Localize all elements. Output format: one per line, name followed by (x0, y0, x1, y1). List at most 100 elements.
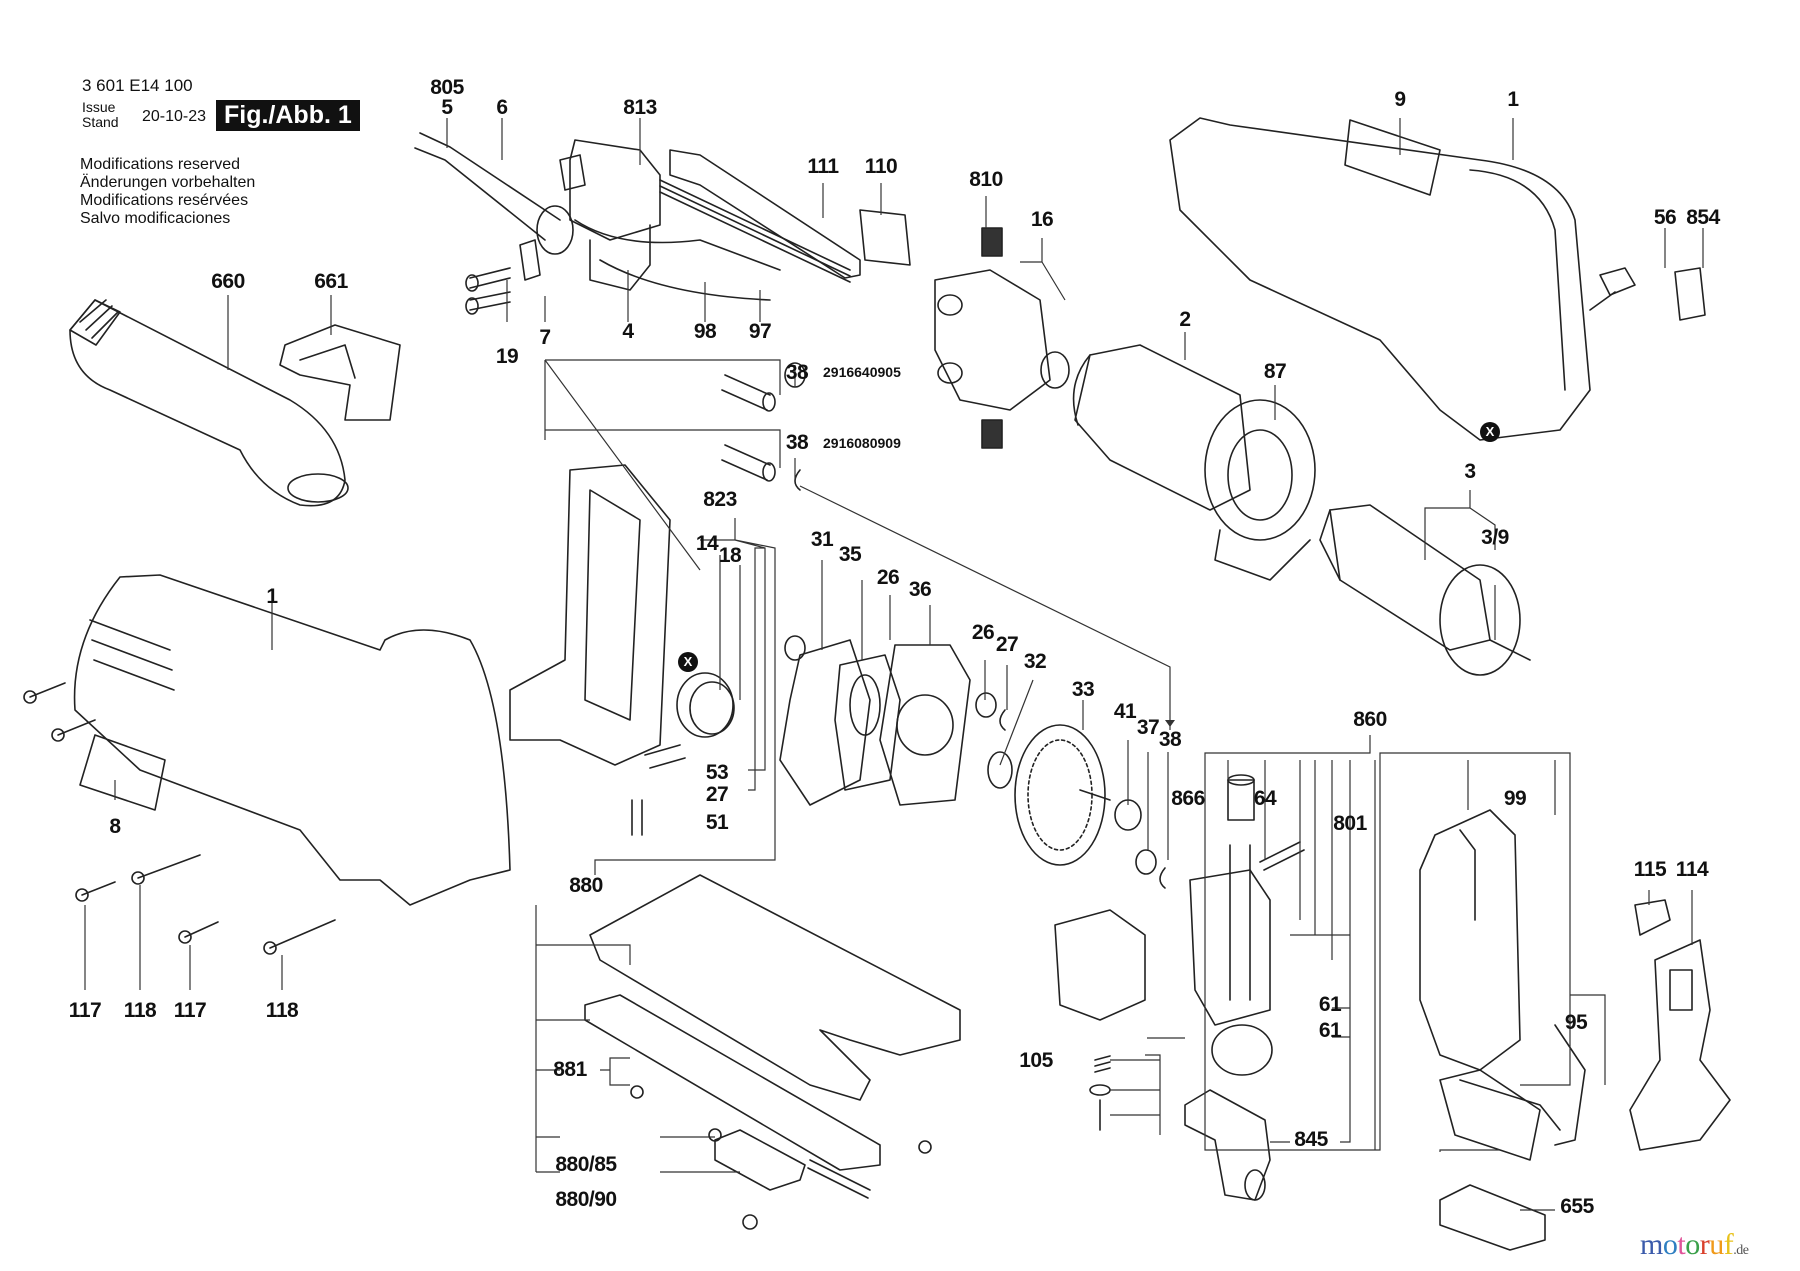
part-label-38-c[interactable]: 38 (1158, 728, 1182, 751)
part-label-6[interactable]: 6 (496, 96, 508, 119)
part-label-95[interactable]: 95 (1564, 1011, 1588, 1034)
part-label-18[interactable]: 18 (718, 544, 742, 567)
part-111-lever (669, 149, 861, 279)
part-854-knob (1674, 267, 1706, 321)
part-label-660[interactable]: 660 (211, 270, 245, 293)
part-880-85-clamp (714, 1129, 871, 1199)
part-35-plate (834, 654, 901, 791)
part-label-117-a[interactable]: 117 (68, 999, 102, 1022)
part-label-35[interactable]: 35 (838, 543, 862, 566)
modification-line-fr: Modifications resérvées (80, 192, 249, 209)
part-label-7[interactable]: 7 (539, 326, 551, 349)
part-53-pin (644, 744, 686, 769)
part-label-53[interactable]: 53 (705, 761, 729, 784)
part-label-661[interactable]: 661 (314, 270, 348, 293)
part-1-housing-half-right (1169, 117, 1591, 441)
part-label-33[interactable]: 33 (1071, 678, 1095, 701)
part-label-866[interactable]: 866 (1171, 787, 1205, 810)
part-label-801[interactable]: 801 (1333, 812, 1367, 835)
part-32-needle-bearing (987, 751, 1013, 789)
part-51-pin (631, 799, 643, 836)
modification-line-en: Modifications reserved (80, 156, 241, 173)
part-label-115[interactable]: 115 (1633, 858, 1667, 881)
figure-label: Fig./Abb. 1 (216, 100, 360, 131)
modification-line-de: Änderungen vorbehalten (80, 174, 256, 191)
leader-lines (84, 118, 1704, 1211)
part-label-61-a[interactable]: 61 (1318, 993, 1342, 1016)
part-label-87[interactable]: 87 (1263, 360, 1287, 383)
part-label-860[interactable]: 860 (1353, 708, 1387, 731)
part-655-chip-guard (1439, 1069, 1546, 1251)
part-label-26-a[interactable]: 26 (876, 566, 900, 589)
modifications-notice: Modifications reserved Änderungen vorbeh… (80, 156, 255, 228)
part-label-118-a[interactable]: 118 (123, 999, 157, 1022)
part-label-61-b[interactable]: 61 (1318, 1019, 1342, 1042)
part-label-2[interactable]: 2 (1179, 308, 1191, 331)
part-label-810[interactable]: 810 (969, 168, 1003, 191)
part-5-cable (414, 132, 574, 255)
small-screws-base (630, 1085, 932, 1230)
part-label-51[interactable]: 51 (705, 811, 729, 834)
part-label-36[interactable]: 36 (908, 578, 932, 601)
part-label-31[interactable]: 31 (810, 528, 834, 551)
part-label-881[interactable]: 881 (553, 1058, 587, 1081)
issue-labels: Issue Stand (82, 100, 119, 130)
part-label-97[interactable]: 97 (748, 320, 772, 343)
part-label-38-a[interactable]: 38 (785, 361, 809, 384)
wm-suffix: .de (1733, 1243, 1749, 1258)
part-label-805[interactable]: 805 (430, 76, 464, 99)
part-label-3-9[interactable]: 3/9 (1481, 526, 1509, 549)
part-label-118-b[interactable]: 118 (265, 999, 299, 1022)
part-115-cap (1634, 899, 1671, 936)
issue-label-de: Stand (82, 114, 119, 130)
part-label-19[interactable]: 19 (495, 345, 519, 368)
part-label-880-90[interactable]: 880/90 (555, 1188, 617, 1211)
issue-date: 20-10-23 (142, 108, 207, 125)
part-label-105[interactable]: 105 (1019, 1049, 1053, 1072)
part-label-854[interactable]: 854 (1686, 206, 1720, 229)
part-866-plunger (1189, 774, 1273, 1076)
part-label-1-right[interactable]: 1 (1507, 88, 1519, 111)
part-label-16[interactable]: 16 (1030, 208, 1054, 231)
part-label-98[interactable]: 98 (693, 320, 717, 343)
part-label-1-left[interactable]: 1 (266, 585, 278, 608)
part-label-8[interactable]: 8 (109, 815, 121, 838)
part-label-14[interactable]: 14 (695, 532, 719, 555)
part-label-813[interactable]: 813 (623, 96, 657, 119)
part-label-880[interactable]: 880 (569, 874, 603, 897)
part-label-823[interactable]: 823 (703, 488, 737, 511)
part-label-845[interactable]: 845 (1294, 1128, 1328, 1151)
part-label-3[interactable]: 3 (1464, 460, 1476, 483)
part-label-99[interactable]: 99 (1503, 787, 1527, 810)
part-813-switch (559, 139, 851, 301)
part-2-field-coil (1072, 344, 1251, 511)
part-801-gear-casing (1419, 809, 1521, 1071)
part-label-110[interactable]: 110 (864, 155, 898, 178)
part-label-880-85[interactable]: 880/85 (555, 1153, 617, 1176)
part-label-41[interactable]: 41 (1113, 700, 1137, 723)
wm-letter: r (1699, 1228, 1710, 1261)
part-label-117-b[interactable]: 117 (173, 999, 207, 1022)
part-label-56[interactable]: 56 (1653, 206, 1677, 229)
part-label-27-a[interactable]: 27 (995, 633, 1019, 656)
wm-letter: o (1662, 1228, 1678, 1261)
part-label-114[interactable]: 114 (1675, 858, 1709, 881)
part-label-5[interactable]: 5 (441, 96, 453, 119)
part-label-26-b[interactable]: 26 (971, 621, 995, 644)
part-label-64[interactable]: 64 (1253, 787, 1277, 810)
part-845-roller-guide (1184, 1089, 1271, 1201)
part-label-38-b[interactable]: 38 (785, 431, 809, 454)
part-label-32[interactable]: 32 (1023, 650, 1047, 673)
part-label-37[interactable]: 37 (1136, 716, 1160, 739)
part-label-655[interactable]: 655 (1560, 1195, 1594, 1218)
part-19-screws (465, 267, 511, 315)
part-114-holder (1629, 939, 1731, 1151)
reference-mark-x: X (1480, 422, 1500, 442)
part-label-27-b[interactable]: 27 (705, 783, 729, 806)
part-label-4[interactable]: 4 (622, 320, 634, 343)
part-label-9[interactable]: 9 (1394, 88, 1406, 111)
part-label-111[interactable]: 111 (807, 155, 839, 178)
arrow-head (1165, 720, 1175, 727)
